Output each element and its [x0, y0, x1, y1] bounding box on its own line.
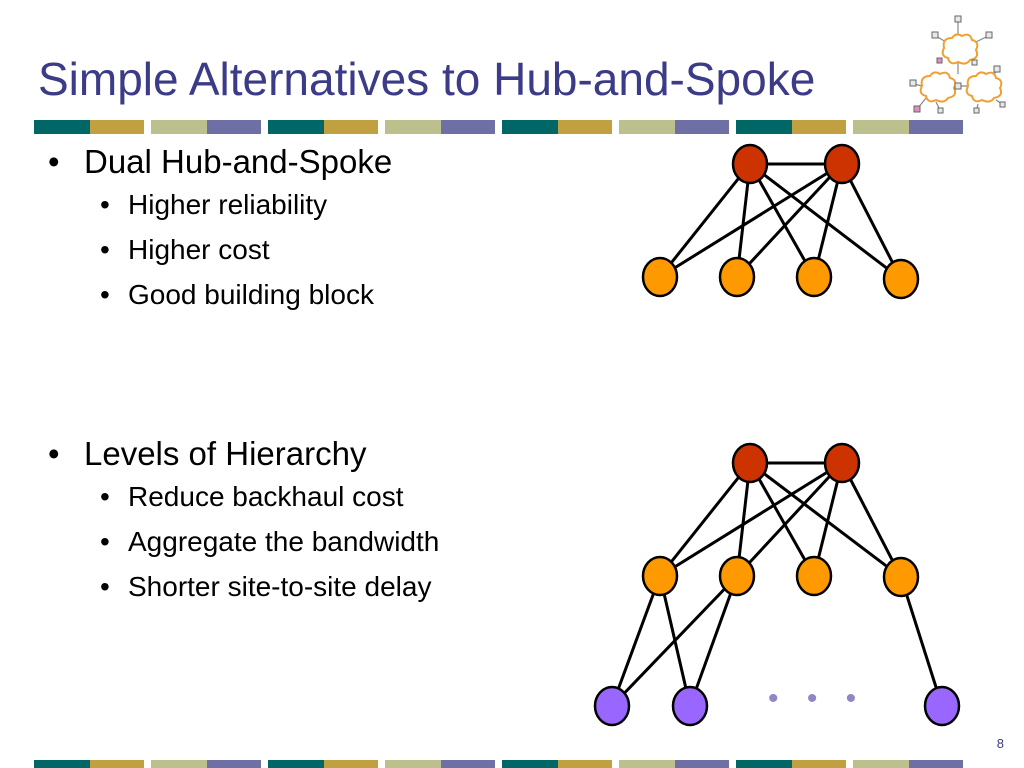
- bullet-item: Aggregate the bandwidth: [46, 519, 439, 564]
- stripe-segment: [558, 760, 612, 768]
- network-clouds-icon: [909, 15, 1006, 114]
- bullet-item: Reduce backhaul cost: [46, 474, 439, 519]
- stripe-segment: [207, 760, 261, 768]
- page-number: 8: [996, 736, 1004, 751]
- bullet-item: Higher cost: [46, 227, 392, 272]
- stripe-segment: [151, 760, 207, 768]
- leaf-node: [671, 685, 709, 727]
- spoke-node: [882, 556, 920, 598]
- spoke-node: [795, 555, 833, 597]
- bullet-heading: Dual Hub-and-Spoke: [46, 142, 392, 182]
- stripe-segment: [736, 120, 792, 134]
- top-color-stripe: [34, 120, 982, 134]
- hub-node: [731, 442, 769, 484]
- stripe-segment: [441, 120, 495, 134]
- ellipsis-indicator: • • •: [768, 682, 867, 715]
- slide-title: Simple Alternatives to Hub-and-Spoke: [38, 53, 816, 105]
- bullet-heading: Levels of Hierarchy: [46, 434, 439, 474]
- stripe-segment: [90, 120, 144, 134]
- hub-node: [823, 442, 861, 484]
- bullet-item: Higher reliability: [46, 182, 392, 227]
- hub-node: [823, 143, 861, 185]
- stripe-segment: [675, 120, 729, 134]
- stripe-segment: [385, 120, 441, 134]
- spoke-node: [718, 555, 756, 597]
- stripe-segment: [151, 120, 207, 134]
- spoke-node: [795, 256, 833, 298]
- stripe-segment: [324, 120, 378, 134]
- stripe-segment: [324, 760, 378, 768]
- stripe-segment: [441, 760, 495, 768]
- stripe-segment: [34, 760, 90, 768]
- stripe-segment: [675, 760, 729, 768]
- stripe-segment: [736, 760, 792, 768]
- stripe-segment: [385, 760, 441, 768]
- stripe-segment: [268, 760, 324, 768]
- leaf-node: [593, 685, 631, 727]
- stripe-segment: [909, 120, 963, 134]
- bullet-item: Good building block: [46, 272, 392, 317]
- hub-node: [731, 143, 769, 185]
- bullet-item: Shorter site-to-site delay: [46, 564, 439, 609]
- stripe-segment: [853, 760, 909, 768]
- bottom-color-stripe: [34, 760, 982, 768]
- bullet-list-dual-hub: Dual Hub-and-Spoke Higher reliability Hi…: [46, 142, 392, 317]
- stripe-segment: [502, 760, 558, 768]
- stripe-segment: [268, 120, 324, 134]
- stripe-segment: [34, 120, 90, 134]
- spoke-node: [718, 256, 756, 298]
- spoke-node: [641, 256, 679, 298]
- stripe-segment: [90, 760, 144, 768]
- spoke-node: [882, 258, 920, 300]
- stripe-segment: [502, 120, 558, 134]
- bullet-list-hierarchy: Levels of Hierarchy Reduce backhaul cost…: [46, 434, 439, 609]
- stripe-segment: [853, 120, 909, 134]
- stripe-segment: [909, 760, 963, 768]
- spoke-node: [641, 555, 679, 597]
- stripe-segment: [792, 760, 846, 768]
- stripe-segment: [792, 120, 846, 134]
- leaf-node: [923, 685, 961, 727]
- stripe-segment: [207, 120, 261, 134]
- stripe-segment: [619, 760, 675, 768]
- stripe-segment: [619, 120, 675, 134]
- stripe-segment: [558, 120, 612, 134]
